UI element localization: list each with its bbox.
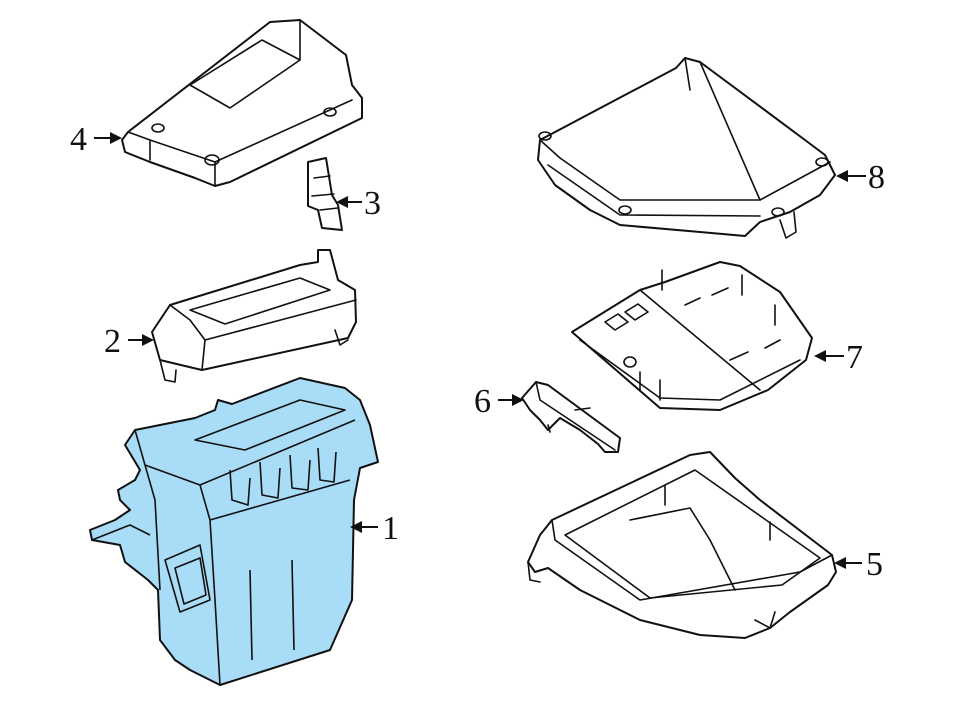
callout-label-4: 4 <box>70 121 87 158</box>
callout-label-7: 7 <box>846 339 863 376</box>
part-1-fuse-box-housing[interactable] <box>89 377 379 686</box>
callout-label-3: 3 <box>364 185 381 222</box>
callout-label-8: 8 <box>868 159 885 196</box>
callout-label-5: 5 <box>866 546 883 583</box>
callout-8: 8 <box>836 159 885 196</box>
callout-label-2: 2 <box>104 323 121 360</box>
callout-6: 6 <box>474 383 524 420</box>
callout-2: 2 <box>104 323 154 360</box>
part-6-rail[interactable] <box>521 381 621 453</box>
part-7-plate[interactable] <box>571 261 813 411</box>
part-8-outer-cover[interactable] <box>537 57 836 239</box>
callout-3: 3 <box>336 185 381 222</box>
part-2-inner-cover[interactable] <box>151 249 357 383</box>
part-3-clip[interactable] <box>307 157 343 231</box>
callout-7: 7 <box>814 339 863 376</box>
callout-label-1: 1 <box>382 510 399 547</box>
callout-4: 4 <box>70 121 122 158</box>
housing-body <box>89 377 379 686</box>
callout-label-6: 6 <box>474 383 491 420</box>
callout-1: 1 <box>350 510 399 547</box>
part-4-upper-cover[interactable] <box>121 19 363 187</box>
part-5-lower-tray[interactable] <box>527 451 837 639</box>
callout-5: 5 <box>834 546 883 583</box>
